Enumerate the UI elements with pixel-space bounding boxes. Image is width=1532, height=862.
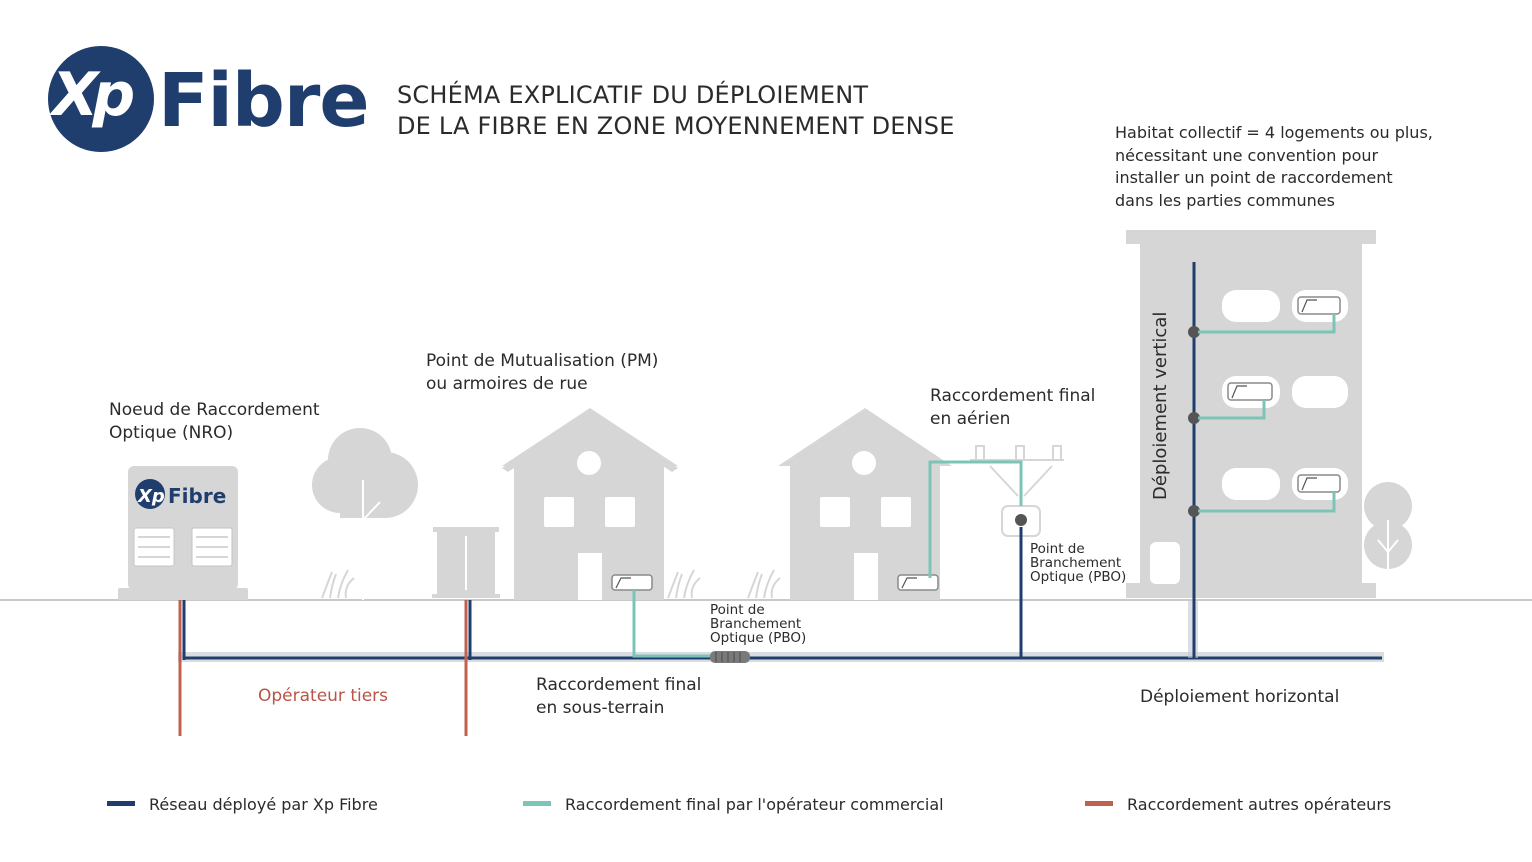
legend-item-commercial-operator: Raccordement final par l'opérateur comme… (523, 795, 944, 815)
logo-fibre-text: Fibre (158, 58, 370, 144)
aerial-label-line2: en aérien (930, 409, 1011, 429)
nro-label: Noeud de Raccordement Optique (NRO) (109, 399, 320, 445)
third-party-operator-lines (178, 600, 468, 736)
nro-building-icon: Xp Fibre (118, 466, 248, 600)
legend-label-xp-fibre: Réseau déployé par Xp Fibre (149, 795, 378, 814)
underground-connection-label: Raccordement final en sous-terrain (536, 674, 701, 720)
street-cabinet-icon (432, 527, 500, 598)
house-2-icon (778, 408, 952, 600)
ground-pbo-line3: Optique (PBO) (710, 630, 807, 646)
collective-line3: installer un point de raccordement (1115, 168, 1393, 187)
grass-icon (321, 569, 781, 599)
pm-label: Point de Mutualisation (PM) ou armoires … (426, 350, 658, 396)
collective-housing-label: Habitat collectif = 4 logements ou plus,… (1115, 122, 1433, 212)
horizontal-deployment-label: Déploiement horizontal (1140, 687, 1340, 707)
collective-line2: nécessitant une convention pour (1115, 145, 1379, 165)
third-party-operator-label: Opérateur tiers (258, 686, 389, 706)
underground-line1: Raccordement final (536, 675, 702, 695)
aerial-pbo-line3: Optique (PBO) (1030, 569, 1127, 585)
title-line-2: DE LA FIBRE EN ZONE MOYENNEMENT DENSE (397, 112, 955, 140)
page-title: SCHÉMA EXPLICATIF DU DÉPLOIEMENT DE LA F… (397, 80, 955, 142)
legend-swatch-navy (107, 801, 135, 806)
aerial-label-line1: Raccordement final (930, 386, 1096, 406)
legend-swatch-teal (523, 801, 551, 806)
tree-icon (312, 428, 418, 600)
nro-label-line1: Noeud de Raccordement (109, 400, 320, 420)
vertical-deployment-label: Déploiement vertical (1150, 311, 1171, 500)
ground-pbo-line1: Point de (710, 602, 765, 618)
underground-pbo-label: Point de Branchement Optique (PBO) (710, 603, 806, 645)
pm-label-line2: ou armoires de rue (426, 374, 588, 394)
legend-item-xp-fibre: Réseau déployé par Xp Fibre (107, 795, 378, 815)
aerial-pbo-line1: Point de (1030, 541, 1085, 557)
box-device-icon (611, 296, 1341, 591)
ground-pbo-line2: Branchement (710, 616, 802, 632)
operator-final-connections (632, 314, 1336, 658)
collective-line4: dans les parties communes (1115, 190, 1335, 210)
title-line-1: SCHÉMA EXPLICATIF DU DÉPLOIEMENT (397, 81, 869, 109)
aerial-pbo-line2: Branchement (1030, 555, 1122, 571)
logo-xp-text: Xp (52, 60, 135, 130)
riser-junction-dots (1188, 326, 1200, 517)
legend-item-other-operators: Raccordement autres opérateurs (1085, 795, 1391, 815)
collective-line1: Habitat collectif = 4 logements ou plus, (1115, 123, 1433, 142)
underground-line2: en sous-terrain (536, 698, 665, 718)
pm-label-line1: Point de Mutualisation (PM) (426, 351, 659, 371)
legend-label-other: Raccordement autres opérateurs (1127, 795, 1392, 814)
tree-icon-right (1364, 482, 1412, 598)
nro-label-line2: Optique (NRO) (109, 423, 234, 443)
aerial-pbo-label: Point de Branchement Optique (PBO) (1030, 542, 1126, 584)
logo-circle (48, 46, 154, 152)
house-1-icon (502, 408, 678, 600)
nro-logo-fibre: Fibre (168, 484, 226, 508)
aerial-pbo-dot (1015, 514, 1027, 526)
nro-logo-xp: Xp (137, 486, 165, 507)
xp-fibre-logo: Xp Fibre (48, 46, 370, 154)
legend-swatch-red (1085, 801, 1113, 806)
aerial-label: Raccordement final en aérien (930, 385, 1095, 431)
legend-label-commercial: Raccordement final par l'opérateur comme… (565, 795, 944, 814)
